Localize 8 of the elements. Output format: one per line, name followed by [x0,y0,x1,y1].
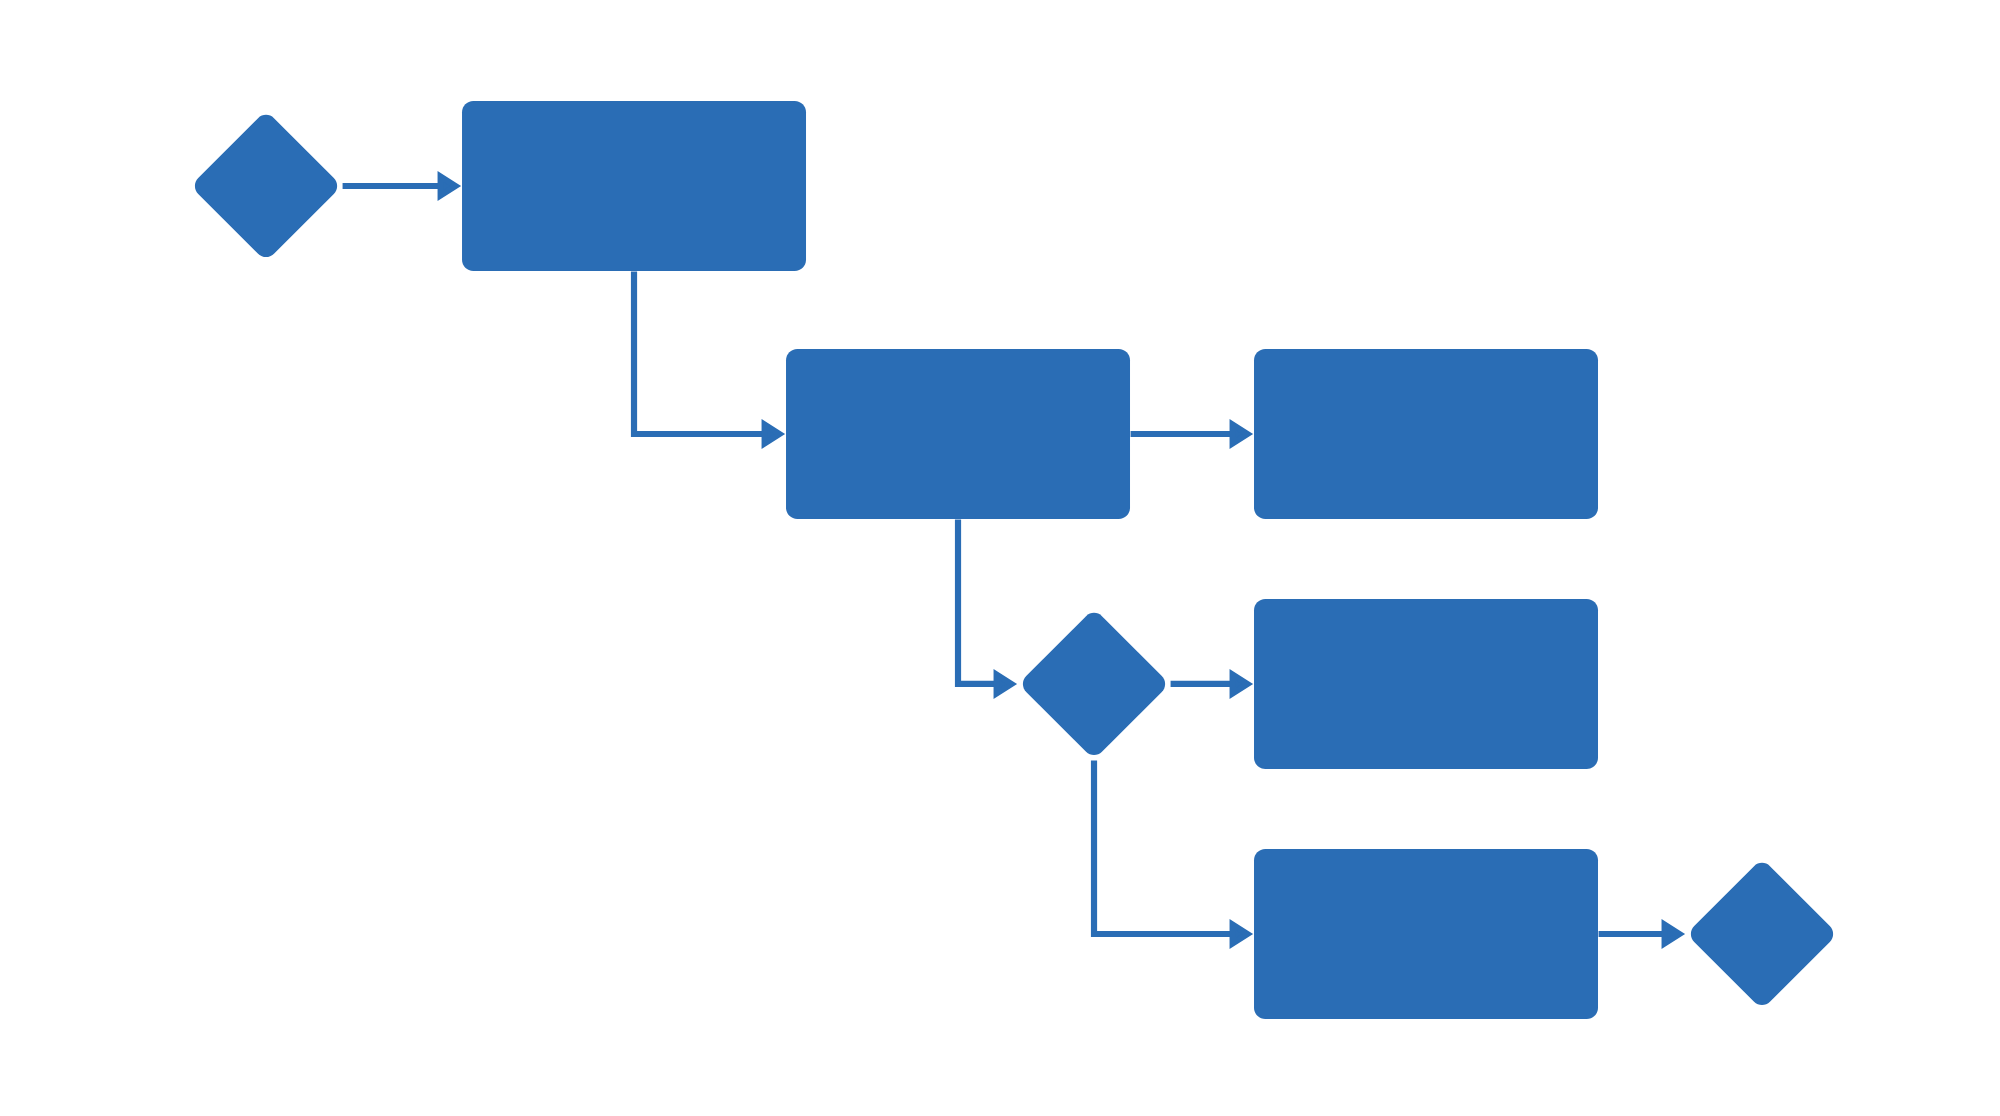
decision-diamond [1022,612,1166,756]
decision-diamond [194,114,338,258]
process-box [462,101,806,271]
process-box [1254,849,1598,1019]
process-box [1254,598,1598,769]
decision-diamond [1690,862,1834,1006]
process-box [1254,349,1598,519]
process-box [786,349,1130,519]
